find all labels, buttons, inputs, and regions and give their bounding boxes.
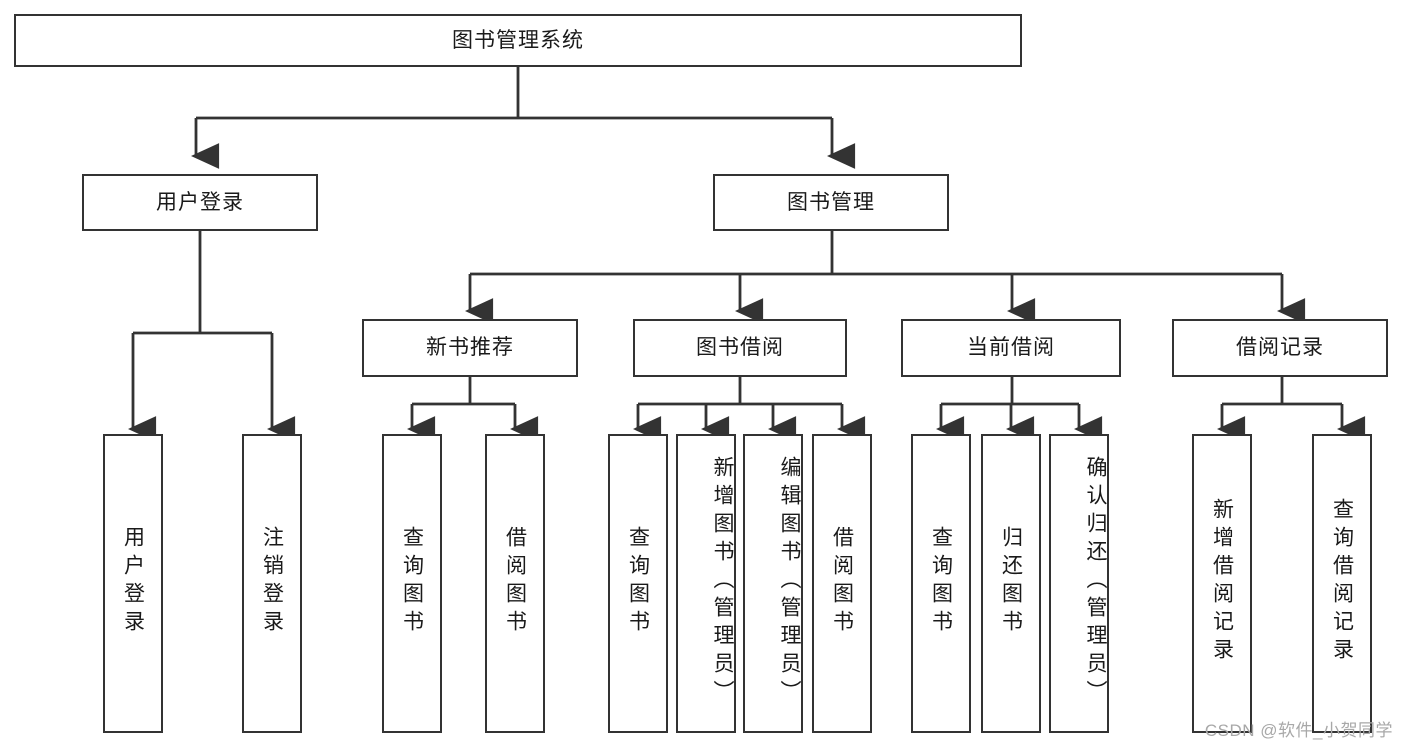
node-book-management[interactable]: 图书管理 <box>713 174 949 231</box>
node-label: 图书管理系统 <box>452 28 584 52</box>
leaf-return-book[interactable]: 归还图书 <box>981 434 1041 733</box>
node-label: 归还图书 <box>999 525 1023 638</box>
node-label: 新增借阅记录 <box>1210 497 1234 666</box>
leaf-query-book-current[interactable]: 查询图书 <box>911 434 971 733</box>
leaf-add-borrow-record[interactable]: 新增借阅记录 <box>1192 434 1252 733</box>
node-label: 新书推荐 <box>426 336 514 360</box>
node-book-borrowing[interactable]: 图书借阅 <box>633 319 847 377</box>
leaf-borrow-book[interactable]: 借阅图书 <box>812 434 872 733</box>
node-new-book-recommendation[interactable]: 新书推荐 <box>362 319 578 377</box>
node-label: 查询借阅记录 <box>1330 497 1354 666</box>
leaf-edit-book-admin[interactable]: 编辑图书（管理员） <box>743 434 803 733</box>
node-user-login[interactable]: 用户登录 <box>82 174 318 231</box>
leaf-query-book-new[interactable]: 查询图书 <box>382 434 442 733</box>
node-label: 编辑图书（管理员） <box>778 455 801 708</box>
node-borrowing-record[interactable]: 借阅记录 <box>1172 319 1388 377</box>
watermark: CSDN @软件_小贺同学 <box>1204 721 1393 740</box>
leaf-query-borrow-record[interactable]: 查询借阅记录 <box>1312 434 1372 733</box>
node-root-book-management-system[interactable]: 图书管理系统 <box>14 14 1022 67</box>
node-label: 借阅图书 <box>830 525 854 638</box>
leaf-user-login[interactable]: 用户登录 <box>103 434 163 733</box>
node-label: 当前借阅 <box>967 336 1055 360</box>
node-current-borrowing[interactable]: 当前借阅 <box>901 319 1121 377</box>
node-label: 图书管理 <box>787 190 875 214</box>
leaf-borrow-book-new[interactable]: 借阅图书 <box>485 434 545 733</box>
node-label: 确认归还（管理员） <box>1084 455 1107 708</box>
leaf-confirm-return-admin[interactable]: 确认归还（管理员） <box>1049 434 1109 733</box>
node-label: 查询图书 <box>400 525 424 638</box>
node-label: 查询图书 <box>626 525 650 638</box>
node-label: 借阅图书 <box>503 525 527 638</box>
node-label: 用户登录 <box>121 525 145 638</box>
leaf-query-book-borrow[interactable]: 查询图书 <box>608 434 668 733</box>
node-label: 查询图书 <box>929 525 953 638</box>
leaf-logout[interactable]: 注销登录 <box>242 434 302 733</box>
node-label: 图书借阅 <box>696 336 784 360</box>
node-label: 借阅记录 <box>1236 336 1324 360</box>
node-label: 用户登录 <box>156 190 244 214</box>
leaf-add-book-admin[interactable]: 新增图书（管理员） <box>676 434 736 733</box>
node-label: 注销登录 <box>260 525 284 638</box>
node-label: 新增图书（管理员） <box>711 455 734 708</box>
